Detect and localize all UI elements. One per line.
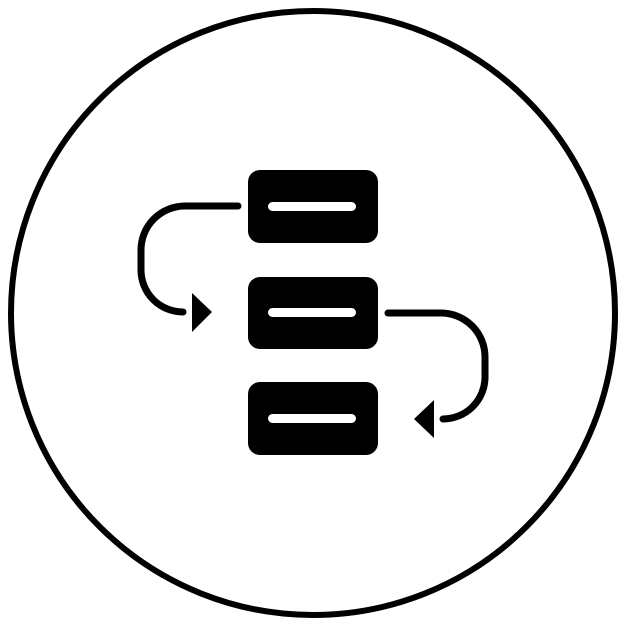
arrow-left-curve-icon: [137, 202, 242, 332]
process-block-1: [248, 170, 378, 243]
arrow-right-curve-icon: [384, 309, 489, 438]
arrow-2-line: [384, 309, 489, 423]
block-bar: [268, 202, 356, 211]
block-bar: [268, 414, 356, 423]
arrow-1-head: [192, 293, 212, 332]
process-block-2: [248, 277, 378, 349]
arrow-2-head: [414, 400, 434, 438]
arrow-1-line: [137, 202, 242, 316]
circle-outline: [8, 8, 618, 618]
block-bar: [268, 308, 356, 317]
process-block-3: [248, 382, 378, 455]
